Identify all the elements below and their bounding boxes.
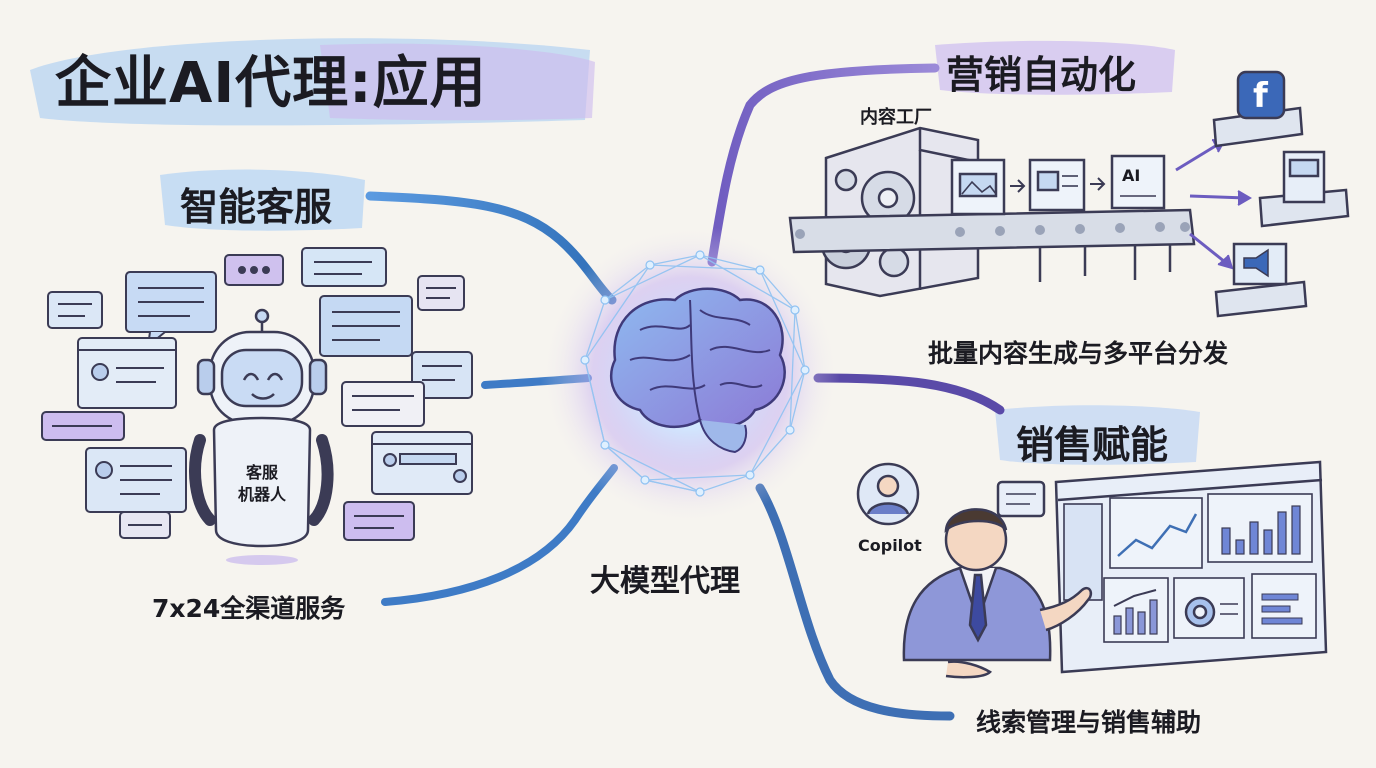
chat-bubble-icon [417,275,465,311]
robot-label: 客服 机器人 [232,462,292,506]
chat-bubble-icon [119,511,171,539]
connector-sales [813,373,1005,415]
salesman-icon [902,508,1093,679]
service-title-highlight [160,169,365,231]
network-nodes [580,250,810,497]
line-chart-panel [1109,497,1203,569]
ai-card-icon [1110,154,1166,210]
connector-marketing [707,63,940,267]
service-branch-title: 智能客服 [180,185,333,229]
page-title: 企业AI代理:应用 [55,51,487,116]
chat-bubbles [41,247,473,541]
facebook-platform [1212,70,1304,148]
sales-branch-title: 销售赋能 [1016,423,1169,467]
copilot-avatar [856,462,920,526]
connector-sales-caption [755,483,955,721]
megaphone-platform [1214,242,1308,318]
chat-bubble-icon [41,411,125,441]
facebook-icon: f [1253,76,1268,116]
chat-bubble-icon [996,480,1046,518]
sales-title-highlight [995,405,1200,465]
ai-card-text: AI [1122,166,1141,185]
marketing-branch-title: 营销自动化 [946,53,1137,97]
gear-icon [878,246,910,278]
gear-icon [834,168,858,192]
pie-chart-panel [1173,577,1245,639]
robot-label-line2: 机器人 [237,485,286,504]
chat-bubble-icon [343,501,415,541]
content-factory [788,70,1350,318]
chat-window-icon [371,431,473,495]
factory-label: 内容工厂 [860,107,932,128]
chat-bubble-icon [47,291,103,329]
document-platform [1258,150,1350,228]
chat-window-icon [85,447,187,513]
robot-label-line1: 客服 [245,463,278,482]
sales-dashboard [856,460,1328,679]
ellipsis-bubble-icon [224,254,284,286]
chat-bubble-icon [125,271,217,349]
image-card-icon [950,158,1006,216]
service-caption: 7x24全渠道服务 [152,594,346,623]
sales-caption: 线索管理与销售辅助 [976,708,1202,737]
article-card-icon [1028,158,1086,212]
chat-window-icon [77,337,177,409]
copilot-label: Copilot [858,536,922,555]
center-label: 大模型代理 [590,564,740,599]
chat-bubble-icon [411,351,473,399]
brain-icon [609,287,786,454]
chat-bubble-icon [301,247,387,287]
bar-chart-small-panel [1103,577,1169,643]
marketing-title-highlight [935,40,1175,95]
marketing-caption: 批量内容生成与多平台分发 [928,339,1229,368]
chat-bubble-icon [319,295,413,357]
bar-chart-panel [1207,493,1313,563]
robot-icon [189,308,334,565]
chat-bubble-icon [341,381,425,427]
list-panel [1251,573,1317,639]
